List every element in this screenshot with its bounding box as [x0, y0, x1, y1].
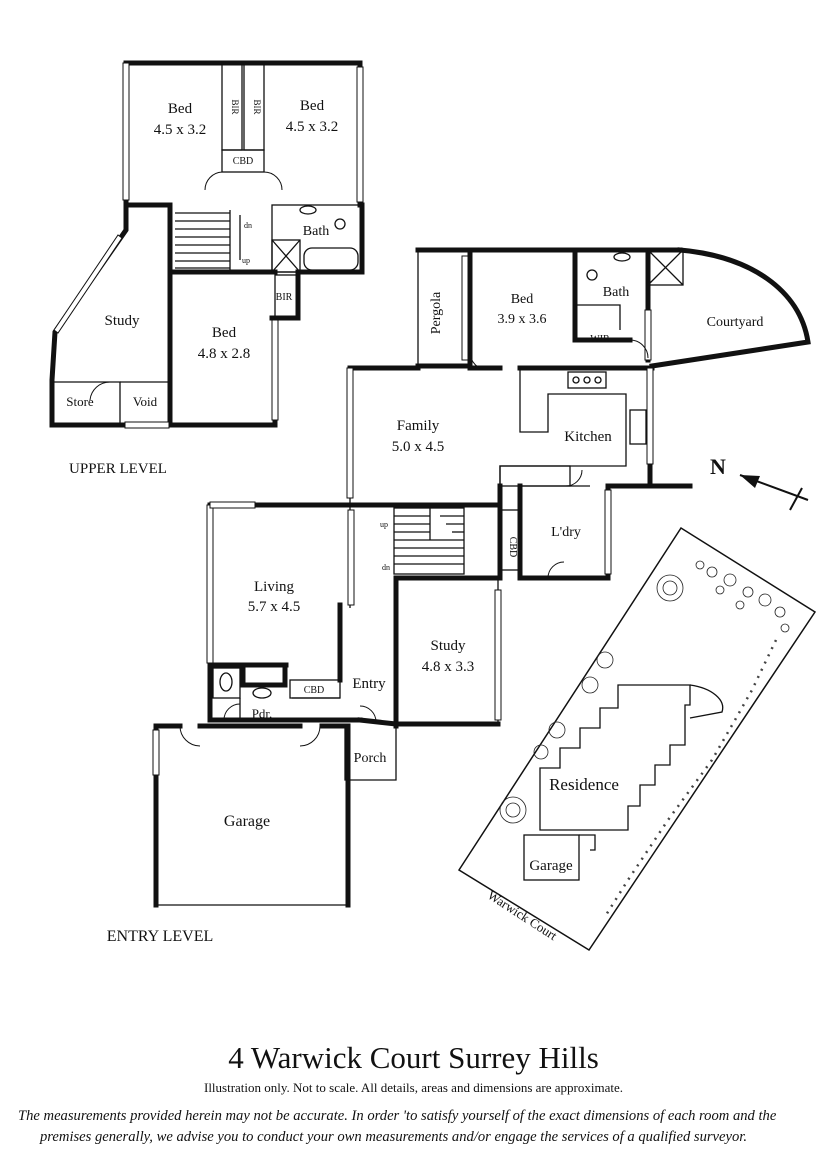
- disclaimer-line: The measurements provided herein may not…: [18, 1108, 777, 1124]
- bed3-label: Bed: [212, 325, 237, 341]
- window: [271, 319, 279, 421]
- upper-level-plan: Bed 4.5 x 3.2 Bed 4.5 x 3.2 BIR BIR CBD …: [49, 60, 365, 477]
- window: [356, 66, 364, 203]
- void-label: Void: [133, 394, 158, 409]
- bir-label: BIR: [230, 99, 240, 114]
- bed-size: 3.9 x 3.6: [498, 312, 547, 327]
- bed2-label: Bed: [300, 98, 325, 114]
- window: [346, 367, 354, 499]
- cbd-label: CBD: [507, 537, 518, 558]
- residence-label: Residence: [549, 775, 619, 794]
- powder-label: Pdr.: [252, 706, 273, 721]
- north-arrow: N: [710, 454, 809, 511]
- family-size: 5.0 x 4.5: [392, 439, 445, 455]
- disclaimer-line: premises generally, we advise you to con…: [40, 1129, 747, 1146]
- window: [122, 62, 130, 201]
- bed2-size: 4.5 x 3.2: [286, 119, 339, 135]
- laundry-label: L'dry: [551, 525, 581, 540]
- porch-label: Porch: [354, 751, 387, 766]
- dn-label: dn: [382, 563, 390, 572]
- bed3-size: 4.8 x 2.8: [198, 346, 251, 362]
- window: [644, 309, 652, 361]
- arrow-icon: [740, 475, 760, 488]
- window: [206, 504, 214, 664]
- garage-label: Garage: [529, 858, 573, 874]
- cbd-label: CBD: [233, 156, 254, 167]
- upper-stairs: [175, 210, 241, 270]
- window: [646, 367, 654, 465]
- courtyard-label: Courtyard: [707, 315, 764, 330]
- store-label: Store: [66, 394, 94, 409]
- window: [209, 501, 256, 509]
- pergola-label: Pergola: [429, 291, 444, 334]
- page-title: 4 Warwick Court Surrey Hills: [228, 1040, 599, 1075]
- window: [53, 234, 123, 334]
- up-label: up: [242, 256, 250, 265]
- cbd-label: CBD: [304, 685, 325, 696]
- entry-stairs: [393, 507, 465, 575]
- bath-label: Bath: [603, 285, 629, 300]
- disclaimer: The measurements provided herein may not…: [18, 1106, 818, 1148]
- dn-label: dn: [244, 221, 252, 230]
- bir-label: BIR: [252, 99, 262, 114]
- residence-footprint: [539, 684, 691, 831]
- window: [494, 589, 502, 721]
- entry-label: Entry: [352, 676, 386, 692]
- window: [604, 489, 612, 575]
- window: [347, 509, 355, 606]
- living-size: 5.7 x 4.5: [248, 599, 301, 615]
- garage-footprint: [523, 834, 580, 881]
- kitchen-label: Kitchen: [564, 429, 612, 445]
- entry-level-plan: Bed 3.9 x 3.6 Pergola Bath WIR Courtyard…: [107, 247, 811, 945]
- living-label: Living: [254, 579, 294, 595]
- window: [124, 421, 170, 429]
- study-label: Study: [104, 313, 140, 329]
- bath-label: Bath: [303, 224, 329, 239]
- study-size: 4.8 x 3.3: [422, 659, 475, 675]
- bir-label: BIR: [276, 292, 293, 303]
- family-label: Family: [397, 418, 440, 434]
- subtitle: Illustration only. Not to scale. All det…: [203, 1080, 624, 1095]
- bed1-size: 4.5 x 3.2: [154, 122, 207, 138]
- bed1-label: Bed: [168, 101, 193, 117]
- window: [461, 255, 469, 361]
- site-plan: Warwick Court Residence Garage: [457, 526, 817, 952]
- up-label: up: [380, 520, 388, 529]
- window: [152, 729, 160, 776]
- tree-icon: [499, 560, 790, 824]
- bed-label: Bed: [511, 292, 534, 307]
- garage-label: Garage: [224, 813, 270, 830]
- wir-label: WIR: [590, 334, 610, 345]
- entry-level-label: ENTRY LEVEL: [107, 928, 214, 945]
- study-label: Study: [430, 638, 466, 654]
- north-label: N: [710, 454, 726, 479]
- upper-level-label: UPPER LEVEL: [69, 461, 167, 477]
